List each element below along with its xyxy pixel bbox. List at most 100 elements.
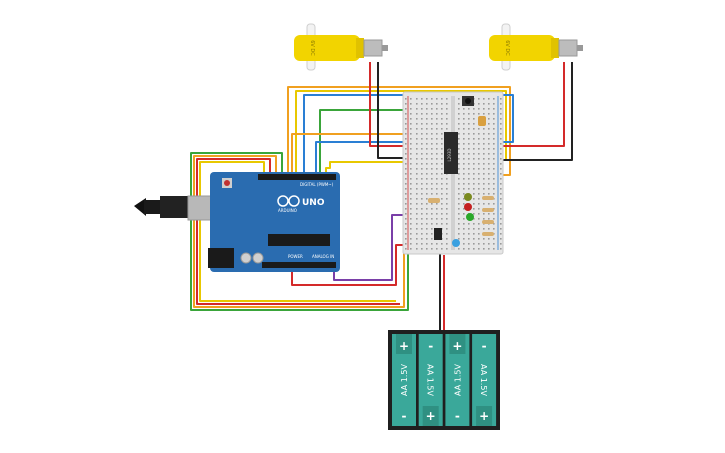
- breadboard-hole: [463, 208, 465, 210]
- breadboard-hole: [436, 143, 438, 145]
- breadboard-hole: [500, 128, 502, 130]
- wire-yellow-outer[interactable]: [199, 161, 396, 302]
- breadboard-hole: [458, 168, 460, 170]
- breadboard-hole: [426, 108, 428, 110]
- capacitor: [252, 252, 264, 264]
- breadboard-hole: [483, 213, 485, 215]
- breadboard-hole: [468, 183, 470, 185]
- led-green-dark: [464, 193, 472, 201]
- battery-minus-sign: -: [402, 409, 407, 423]
- breadboard-hole: [500, 238, 502, 240]
- breadboard-hole: [478, 218, 480, 220]
- breadboard-hole: [463, 203, 465, 205]
- breadboard-hole: [483, 228, 485, 230]
- breadboard-hole: [405, 153, 407, 155]
- wire-motor2-red[interactable]: [478, 62, 565, 147]
- wire-blue-top[interactable]: [303, 94, 514, 175]
- breadboard-hole: [468, 133, 470, 135]
- breadboard-hole: [426, 98, 428, 100]
- wire-yellow-mid[interactable]: [325, 161, 420, 175]
- atmega-chip: [268, 234, 330, 246]
- breadboard-hole: [421, 138, 423, 140]
- breadboard-hole: [458, 193, 460, 195]
- wire-blue-mid[interactable]: [315, 141, 420, 175]
- breadboard-hole: [431, 188, 433, 190]
- breadboard-hole: [468, 188, 470, 190]
- breadboard-hole: [468, 143, 470, 145]
- push-button-cap[interactable]: [465, 98, 471, 104]
- breadboard-hole: [431, 118, 433, 120]
- breadboard-hole: [483, 98, 485, 100]
- breadboard-hole: [426, 133, 428, 135]
- breadboard-hole: [473, 223, 475, 225]
- breadboard-hole: [416, 143, 418, 145]
- breadboard-hole: [463, 233, 465, 235]
- battery-cell-cap: [476, 406, 493, 426]
- breadboard-hole: [488, 183, 490, 185]
- breadboard-hole: [416, 228, 418, 230]
- breadboard-hole: [463, 223, 465, 225]
- wire-purple-bottom[interactable]: [333, 214, 420, 281]
- breadboard-hole: [446, 188, 448, 190]
- breadboard-hole: [431, 113, 433, 115]
- breadboard-hole: [468, 243, 470, 245]
- breadboard-hole: [458, 183, 460, 185]
- breadboard-hole: [426, 118, 428, 120]
- wire-orange-mid[interactable]: [291, 133, 418, 175]
- battery-cell-label: AA 1.5V: [400, 364, 409, 396]
- breadboard-hole: [405, 188, 407, 190]
- breadboard-hole: [483, 168, 485, 170]
- breadboard-hole: [478, 173, 480, 175]
- usb-plug: [144, 200, 162, 214]
- battery-plus-sign: +: [399, 339, 409, 353]
- breadboard-hole: [421, 143, 423, 145]
- breadboard-hole: [431, 243, 433, 245]
- motor-can: [558, 39, 578, 57]
- breadboard-hole: [478, 158, 480, 160]
- breadboard-hole: [436, 178, 438, 180]
- breadboard-hole: [493, 148, 495, 150]
- breadboard-hole: [410, 148, 412, 150]
- breadboard-hole: [478, 163, 480, 165]
- wire-motor2-black[interactable]: [478, 62, 573, 161]
- breadboard-hole: [436, 208, 438, 210]
- breadboard-hole: [446, 178, 448, 180]
- breadboard-hole: [421, 238, 423, 240]
- breadboard-hole: [493, 193, 495, 195]
- wire-orange-top[interactable]: [287, 86, 511, 176]
- breadboard-hole: [483, 148, 485, 150]
- breadboard-hole: [463, 133, 465, 135]
- breadboard-hole: [473, 183, 475, 185]
- breadboard-hole: [468, 153, 470, 155]
- breadboard-hole: [441, 98, 443, 100]
- breadboard-hole: [421, 243, 423, 245]
- breadboard-hole: [493, 178, 495, 180]
- breadboard-hole: [405, 133, 407, 135]
- breadboard-hole: [405, 233, 407, 235]
- breadboard-hole: [478, 203, 480, 205]
- breadboard-hole: [416, 123, 418, 125]
- breadboard-hole: [416, 138, 418, 140]
- wire-green-mid[interactable]: [319, 109, 420, 175]
- breadboard-hole: [426, 103, 428, 105]
- breadboard-hole: [405, 168, 407, 170]
- breadboard-hole: [410, 228, 412, 230]
- breadboard-hole: [473, 158, 475, 160]
- breadboard-hole: [416, 208, 418, 210]
- arduino-uno: UNO ARDUINO DIGITAL (PWM~) POWER ANALOG …: [134, 172, 340, 272]
- breadboard-hole: [421, 188, 423, 190]
- breadboard-hole: [431, 208, 433, 210]
- breadboard-hole: [436, 223, 438, 225]
- breadboard-hole: [421, 118, 423, 120]
- breadboard-hole: [493, 243, 495, 245]
- breadboard-hole: [431, 223, 433, 225]
- breadboard-hole: [421, 248, 423, 250]
- wire-red-outer[interactable]: [196, 158, 400, 305]
- breadboard-hole: [410, 168, 412, 170]
- breadboard-hole: [468, 148, 470, 150]
- breadboard-hole: [500, 143, 502, 145]
- breadboard-hole: [500, 123, 502, 125]
- breadboard-hole: [421, 208, 423, 210]
- reset-button-cap[interactable]: [224, 180, 230, 186]
